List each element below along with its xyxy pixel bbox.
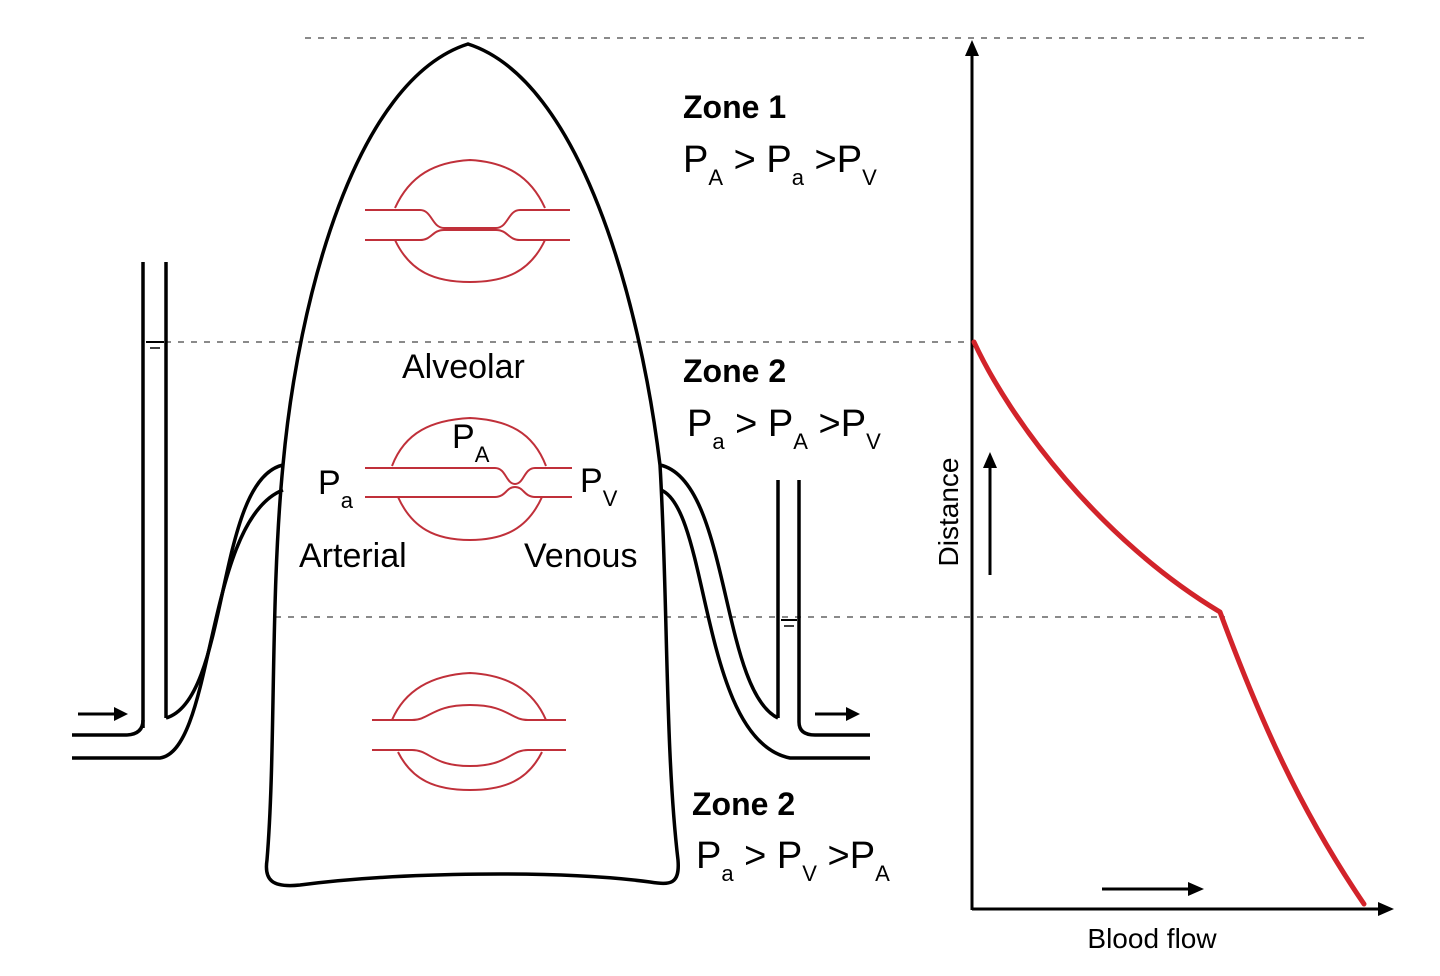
- lung-outline: [264, 42, 680, 888]
- distance-direction-arrow: [983, 452, 997, 575]
- x-axis-label: Blood flow: [1087, 923, 1217, 954]
- venous-manometer: [659, 463, 870, 760]
- y-axis-arrowhead: [965, 40, 979, 56]
- zone-1-title: Zone 1: [683, 89, 786, 125]
- venous-pressure-label: PV: [580, 462, 618, 511]
- zone3-capillary-icon: [372, 671, 566, 792]
- zone-3-formula: Pa > PV >PA: [696, 835, 890, 886]
- arterial-pressure-label: Pa: [318, 464, 354, 513]
- zone-3-title: Zone 2: [692, 786, 795, 822]
- graph-axes: [965, 40, 1394, 916]
- zone-1-block: Zone 1 PA > Pa >PV: [683, 89, 877, 190]
- zone-2-block: Zone 2 Pa > PA >PV: [683, 353, 881, 454]
- zone-2-title: Zone 2: [683, 353, 786, 389]
- zone-3-block: Zone 2 Pa > PV >PA: [692, 786, 890, 886]
- inflow-arrow: [78, 707, 128, 721]
- blood-flow-curve: [971, 339, 1367, 907]
- arterial-manometer: [72, 262, 284, 760]
- outflow-arrow: [815, 707, 860, 721]
- zone-2-formula: Pa > PA >PV: [687, 403, 881, 454]
- alveolar-pressure-label: PA: [452, 418, 490, 467]
- y-axis-label: Distance: [933, 458, 964, 567]
- zone2-capillary-icon: [365, 416, 572, 542]
- blood-flow-direction-arrow: [1102, 882, 1204, 896]
- arterial-label: Arterial: [299, 537, 407, 575]
- alveolar-label: Alveolar: [402, 348, 525, 386]
- zone1-capillary-icon: [365, 158, 570, 284]
- x-axis-arrowhead: [1378, 902, 1394, 916]
- venous-label: Venous: [524, 537, 637, 575]
- zone-1-formula: PA > Pa >PV: [683, 139, 877, 190]
